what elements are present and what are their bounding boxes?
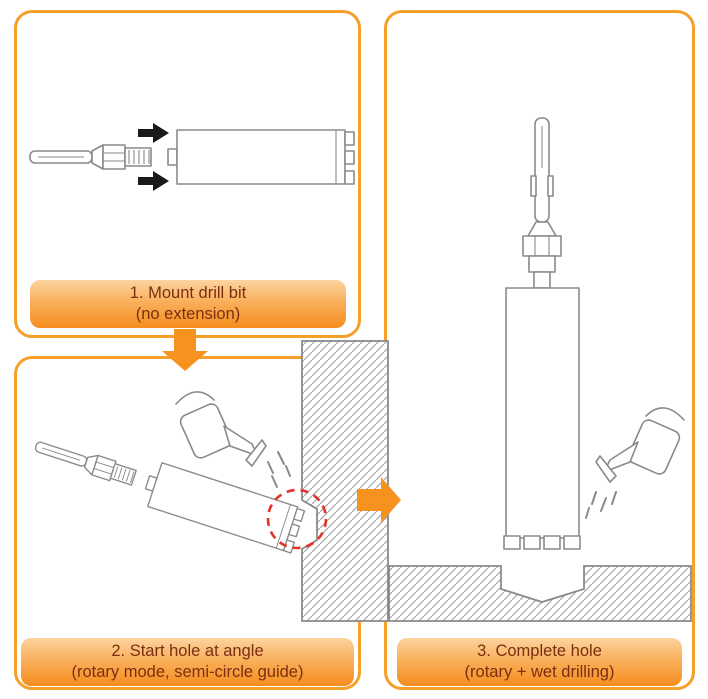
- panel-step3: [384, 10, 695, 690]
- step2-subtitle: (rotary mode, semi-circle guide): [71, 663, 304, 681]
- step1-subtitle: (no extension): [135, 305, 241, 323]
- step3-subtitle: (rotary + wet drilling): [464, 663, 615, 681]
- step1-caption: 1. Mount drill bit (no extension): [30, 280, 346, 328]
- step3-caption: 3. Complete hole (rotary + wet drilling): [397, 638, 682, 686]
- step2-title: 2. Start hole at angle: [111, 642, 264, 660]
- step1-title: 1. Mount drill bit: [129, 284, 247, 302]
- step3-title: 3. Complete hole: [477, 642, 602, 660]
- step2-caption: 2. Start hole at angle (rotary mode, sem…: [21, 638, 354, 686]
